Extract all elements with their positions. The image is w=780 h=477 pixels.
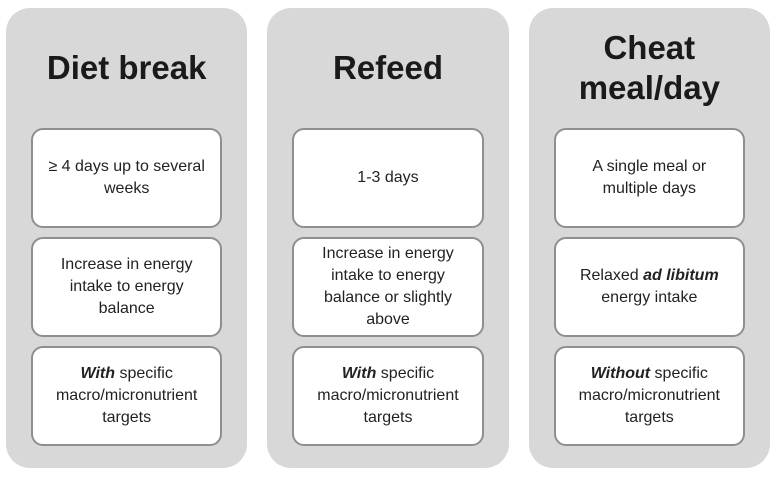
box-stack: A single meal or multiple days Relaxed a… <box>529 128 770 446</box>
box-text: With specific macro/micronutrient target… <box>55 365 198 426</box>
column-diet-break: Diet break ≥ 4 days up to several weeks … <box>6 8 248 468</box>
nutrient-targets-box: With specific macro/micronutrient target… <box>292 346 484 446</box>
box-text: A single meal or multiple days <box>592 158 707 197</box>
box-stack: 1-3 days Increase in energy intake to en… <box>267 128 508 446</box>
column-title: Refeed <box>332 48 444 86</box>
box-stack: ≥ 4 days up to several weeks Increase in… <box>6 128 247 446</box>
nutrient-targets-box: Without specific macro/micronutrient tar… <box>553 346 745 446</box>
box-text: ≥ 4 days up to several weeks <box>48 158 205 197</box>
duration-box: ≥ 4 days up to several weeks <box>31 128 223 228</box>
box-text: Increase in energy intake to energy bala… <box>322 245 454 328</box>
energy-intake-box: Relaxed ad libitum energy intake <box>553 237 745 337</box>
nutrient-targets-box: With specific macro/micronutrient target… <box>31 346 223 446</box>
box-text: Increase in energy intake to energy bala… <box>60 256 193 317</box>
box-text: Without specific macro/micronutrient tar… <box>578 365 720 426</box>
energy-intake-box: Increase in energy intake to energy bala… <box>31 237 223 337</box>
box-text: Relaxed ad libitum energy intake <box>579 267 719 306</box>
column-title: Cheat meal/day <box>578 28 720 106</box>
column-refeed: Refeed 1-3 days Increase in energy intak… <box>267 8 509 468</box>
duration-box: 1-3 days <box>292 128 484 228</box>
column-cheat-meal-day: Cheat meal/day A single meal or multiple… <box>528 8 770 468</box>
column-title: Diet break <box>46 48 207 86</box>
energy-intake-box: Increase in energy intake to energy bala… <box>292 237 484 337</box>
box-text: 1-3 days <box>357 169 419 186</box>
duration-box: A single meal or multiple days <box>553 128 745 228</box>
box-text: With specific macro/micronutrient target… <box>317 365 459 426</box>
